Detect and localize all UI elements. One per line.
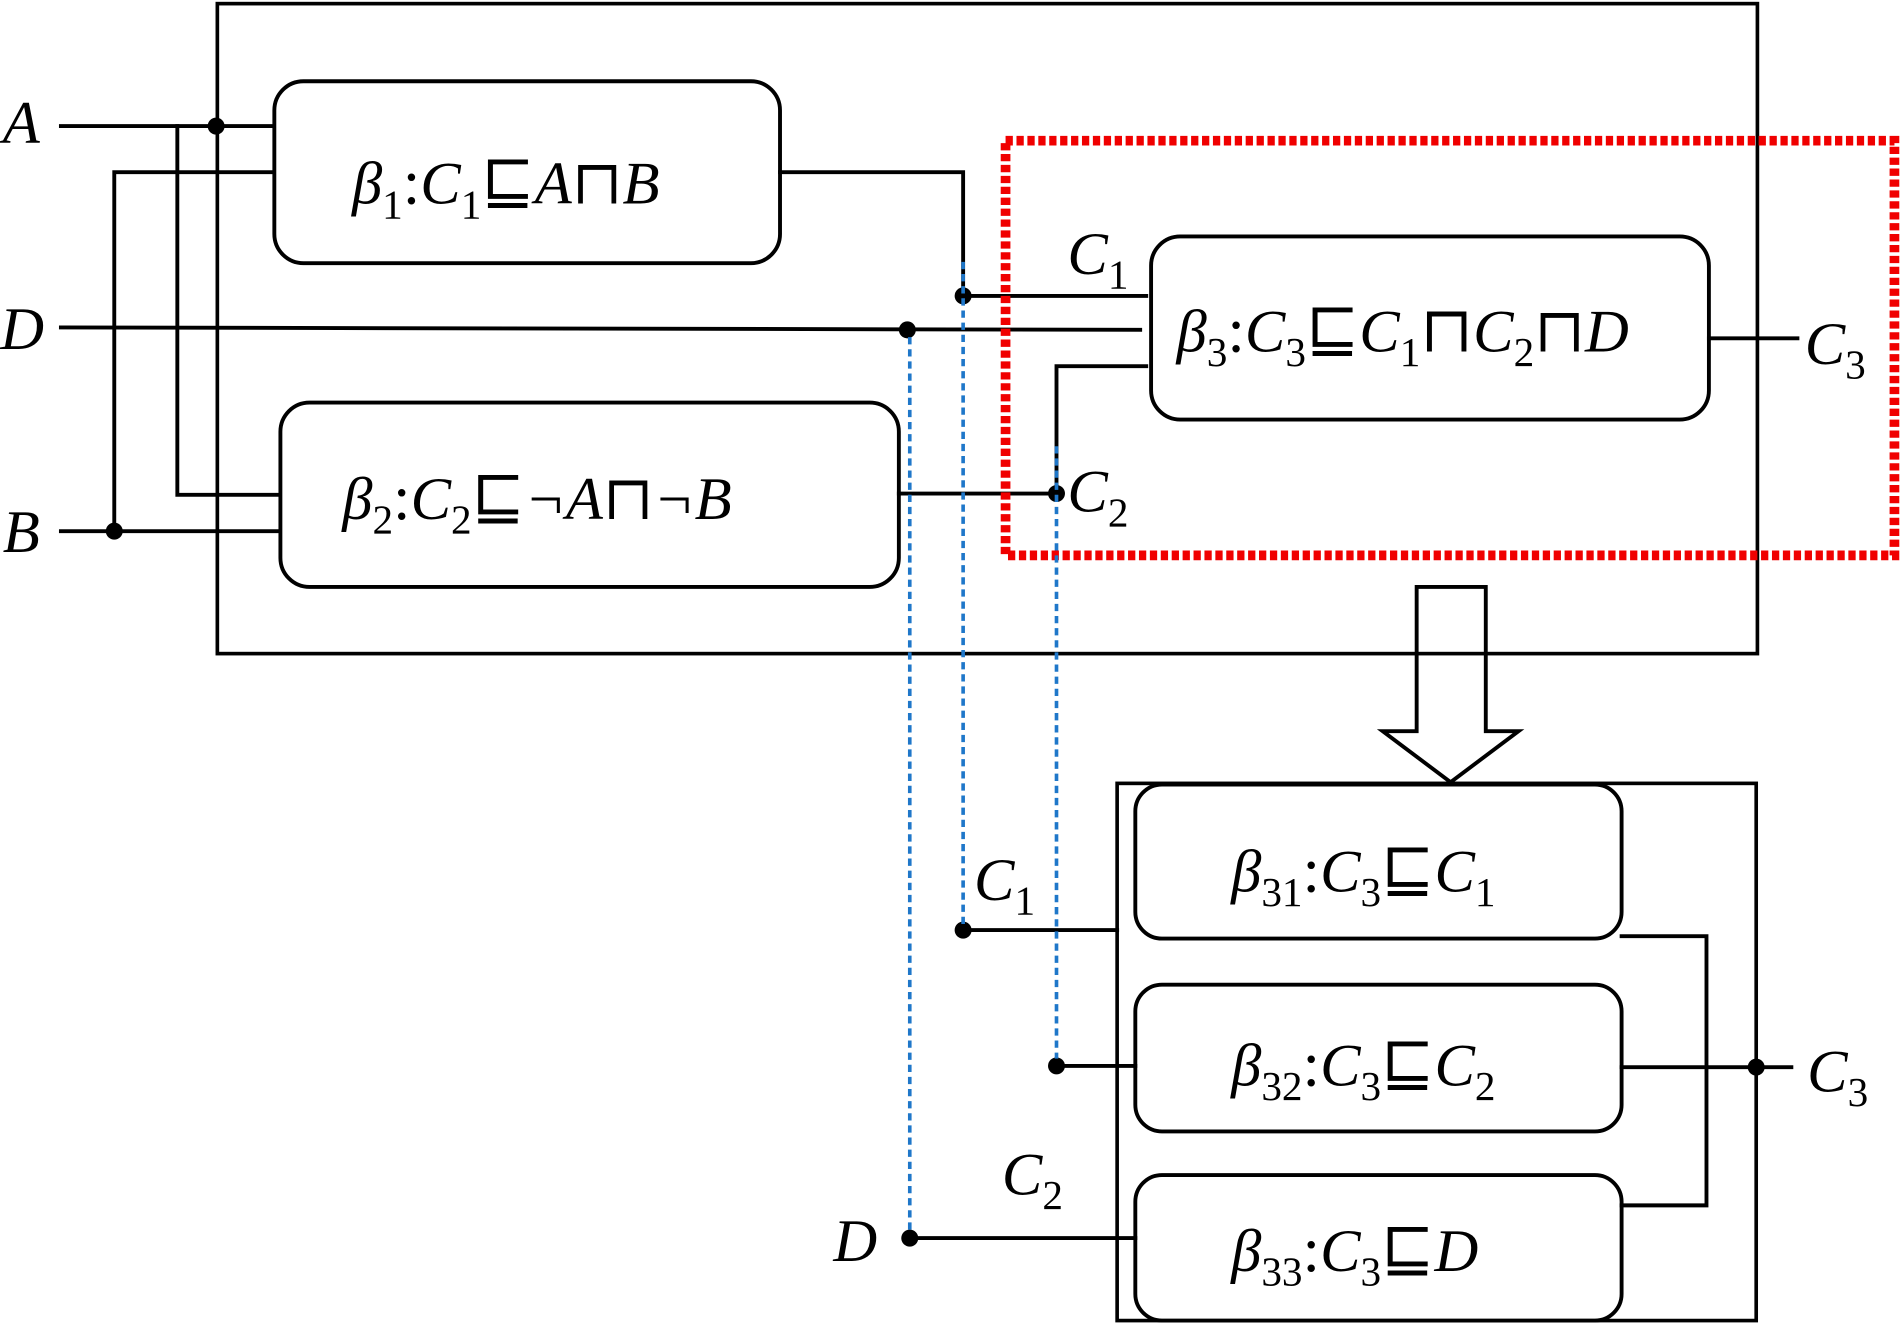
- wire-or-merge: [1619, 934, 1709, 1208]
- svg-text:β33:C3⊑D: β33:C3⊑D: [1230, 1215, 1478, 1295]
- rule-beta33: β33:C3⊑D: [1133, 1173, 1624, 1323]
- junction-c1-bottom: [954, 921, 972, 939]
- label-c3-top: C3: [1805, 311, 1866, 388]
- junction-c2-bottom: [1048, 1057, 1065, 1075]
- rule-beta32: β32:C3⊑C2: [1133, 982, 1624, 1134]
- down-arrow-icon: [1376, 584, 1525, 785]
- rule-beta2: β2:C2⊑¬A⊓¬B: [278, 400, 901, 589]
- junction-a: [207, 117, 225, 135]
- rule-beta3: β3:C3⊑C1⊓C2⊓D: [1149, 234, 1711, 422]
- junction-d: [898, 321, 916, 339]
- label-c2-top: C2: [1067, 459, 1128, 536]
- junction-c3-bottom: [1747, 1058, 1765, 1076]
- junction-c2-top: [1048, 485, 1065, 503]
- wire-c1-top: [778, 170, 1149, 298]
- label-c1-top: C1: [1067, 221, 1128, 298]
- svg-text:β3:C3⊑C1⊓C2⊓D: β3:C3⊑C1⊓C2⊓D: [1176, 296, 1629, 376]
- highlight-box-beta3: [1000, 135, 1900, 561]
- label-d-bottom: D: [832, 1208, 877, 1275]
- junction-d-bottom: [901, 1229, 919, 1247]
- input-wires: [58, 117, 1143, 540]
- svg-text:β2:C2⊑¬A⊓¬B: β2:C2⊑¬A⊓¬B: [341, 463, 731, 543]
- svg-text:β32:C3⊑C2: β32:C3⊑C2: [1230, 1029, 1495, 1109]
- label-c1-bottom: C1: [974, 847, 1035, 924]
- svg-text:β1:C1⊑A⊓B: β1:C1⊑A⊓B: [351, 148, 660, 228]
- rule-beta31: β31:C3⊑C1: [1133, 782, 1624, 941]
- label-c3-bottom: C3: [1807, 1038, 1868, 1115]
- label-c2-bottom: C2: [1002, 1141, 1063, 1218]
- junction-c1-top: [954, 287, 972, 305]
- svg-text:β31:C3⊑C1: β31:C3⊑C1: [1230, 835, 1495, 915]
- input-label-a: A: [0, 90, 41, 157]
- wire-b-to-beta1: [112, 170, 277, 534]
- input-label-d: D: [0, 296, 44, 363]
- rule-beta1: β1:C1⊑A⊓B: [272, 79, 782, 266]
- junction-b: [105, 522, 123, 540]
- wire-a-to-beta2: [175, 124, 283, 497]
- input-label-b: B: [3, 499, 40, 566]
- wire-d: [58, 325, 1143, 332]
- wire-c2-top: [896, 364, 1149, 496]
